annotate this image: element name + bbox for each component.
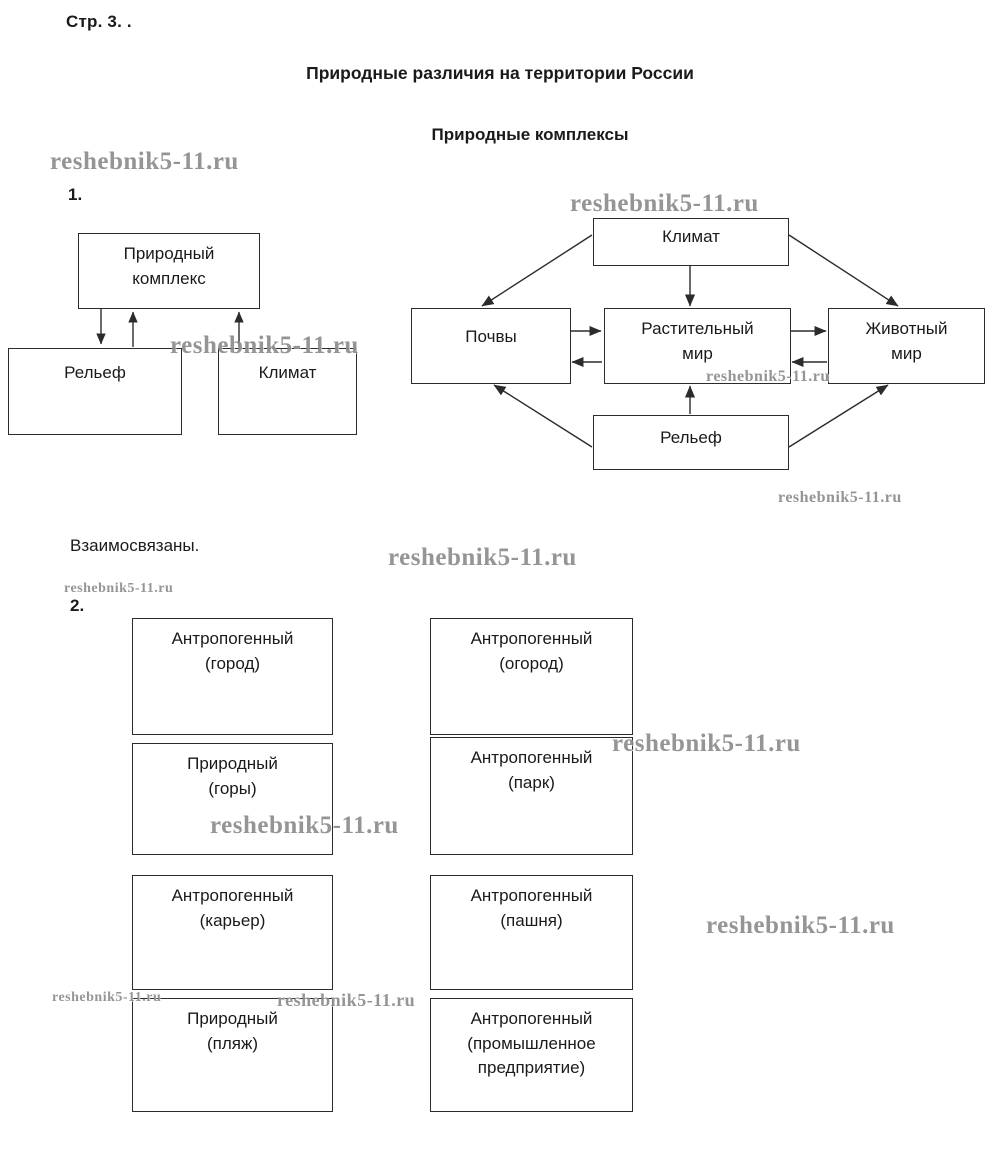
box-animals[interactable]: Животный мир	[828, 308, 985, 384]
grid-cell-city[interactable]: Антропогенный (город)	[132, 618, 333, 735]
box-plants[interactable]: Растительный мир	[604, 308, 791, 384]
cell-type: Природный	[187, 1009, 278, 1028]
page-number-label: Стр. 3. .	[66, 12, 132, 31]
box-natural-complex[interactable]: Природный комплекс	[78, 233, 260, 309]
cell-example-2: предприятие)	[477, 1058, 586, 1078]
watermark-text: reshebnik5-11.ru	[778, 489, 902, 506]
watermark-text: reshebnik5-11.ru	[570, 190, 759, 217]
box-line-1: Природный	[123, 244, 215, 263]
box-line-1: Климат	[258, 363, 317, 382]
cell-example: (пашня)	[500, 910, 563, 930]
cell-type: Антропогенный	[470, 886, 593, 905]
box-relief-left[interactable]: Рельеф	[8, 348, 182, 435]
cell-example: (огород)	[499, 653, 564, 673]
grid-cell-field[interactable]: Антропогенный (пашня)	[430, 875, 633, 990]
watermark-text: reshebnik5-11.ru	[612, 730, 801, 757]
cell-example: (парк)	[508, 772, 555, 792]
box-climate-left[interactable]: Климат	[218, 348, 357, 435]
box-relief-right[interactable]: Рельеф	[593, 415, 789, 470]
grid-cell-park[interactable]: Антропогенный (парк)	[430, 737, 633, 855]
grid-cell-quarry[interactable]: Антропогенный (карьер)	[132, 875, 333, 990]
cell-example: (пляж)	[206, 1033, 259, 1053]
cell-example: (горы)	[208, 778, 257, 798]
box-soils[interactable]: Почвы	[411, 308, 571, 384]
box-line-1: Растительный	[641, 319, 754, 338]
grid-cell-factory[interactable]: Антропогенный (промышленное предприятие)	[430, 998, 633, 1112]
cell-example: (карьер)	[199, 910, 266, 930]
box-line-2: мир	[682, 343, 713, 363]
box-line-1: Рельеф	[64, 363, 126, 382]
watermark-text: reshebnik5-11.ru	[706, 368, 830, 385]
cell-type: Антропогенный	[171, 886, 294, 905]
cell-example: (промышленное	[467, 1033, 596, 1053]
box-line-1: Животный	[865, 319, 948, 338]
box-line-2: комплекс	[132, 268, 206, 288]
watermark-text: reshebnik5-11.ru	[388, 544, 577, 571]
document-title: Природные различия на территории России	[306, 63, 694, 83]
grid-cell-beach[interactable]: Природный (пляж)	[132, 998, 333, 1112]
watermark-text: reshebnik5-11.ru	[50, 148, 239, 175]
grid-cell-mountains[interactable]: Природный (горы)	[132, 743, 333, 855]
watermark-text: reshebnik5-11.ru	[52, 990, 162, 1005]
watermark-text: reshebnik5-11.ru	[210, 812, 399, 839]
cell-type: Антропогенный	[470, 748, 593, 767]
watermark-text: reshebnik5-11.ru	[706, 912, 895, 939]
watermark-text: reshebnik5-11.ru	[170, 332, 359, 359]
box-line-1: Почвы	[465, 327, 517, 346]
box-line-1: Рельеф	[660, 428, 722, 447]
box-line-2: мир	[891, 343, 922, 363]
cell-example: (город)	[204, 653, 261, 673]
cell-type: Антропогенный	[470, 1009, 593, 1028]
question-number-2: 2.	[70, 596, 85, 615]
box-line-1: Климат	[662, 227, 720, 246]
cell-type: Природный	[187, 754, 278, 773]
cell-type: Антропогенный	[470, 629, 593, 648]
answer-text-1: Взаимосвязаны.	[70, 536, 200, 555]
watermark-text: reshebnik5-11.ru	[64, 581, 174, 596]
grid-cell-garden[interactable]: Антропогенный (огород)	[430, 618, 633, 735]
section-title: Природные комплексы	[431, 125, 629, 144]
question-number-1: 1.	[68, 185, 83, 204]
cell-type: Антропогенный	[171, 629, 294, 648]
watermark-text: reshebnik5-11.ru	[277, 990, 416, 1010]
box-climate-right[interactable]: Климат	[593, 218, 789, 266]
